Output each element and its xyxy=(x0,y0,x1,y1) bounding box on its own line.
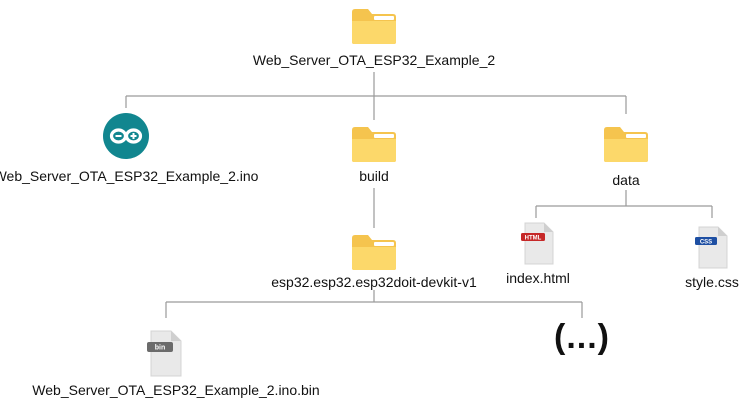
ino-file-label: Web_Server_OTA_ESP32_Example_2.ino xyxy=(0,168,259,184)
bin-file-label: Web_Server_OTA_ESP32_Example_2.ino.bin xyxy=(32,382,320,398)
index-html-label: index.html xyxy=(506,270,570,286)
bin-badge: bin xyxy=(155,345,166,352)
more-items-ellipsis: (...) xyxy=(554,318,610,356)
board-folder-label: esp32.esp32.esp32doit-devkit-v1 xyxy=(271,274,477,290)
css-file-icon[interactable]: CSS xyxy=(694,226,730,270)
data-folder-icon[interactable] xyxy=(602,124,650,164)
data-folder-label: data xyxy=(612,172,640,188)
bin-file-icon[interactable]: bin xyxy=(146,330,184,378)
build-folder-label: build xyxy=(359,168,389,184)
arduino-icon[interactable] xyxy=(102,112,150,160)
style-css-label: style.css xyxy=(685,274,739,290)
html-badge: HTML xyxy=(525,235,542,241)
root-folder-icon[interactable] xyxy=(350,6,398,46)
css-badge: CSS xyxy=(700,239,712,245)
html-file-icon[interactable]: HTML xyxy=(520,222,556,266)
root-folder-label: Web_Server_OTA_ESP32_Example_2 xyxy=(252,52,496,68)
board-folder-icon[interactable] xyxy=(350,232,398,272)
build-folder-icon[interactable] xyxy=(350,124,398,164)
